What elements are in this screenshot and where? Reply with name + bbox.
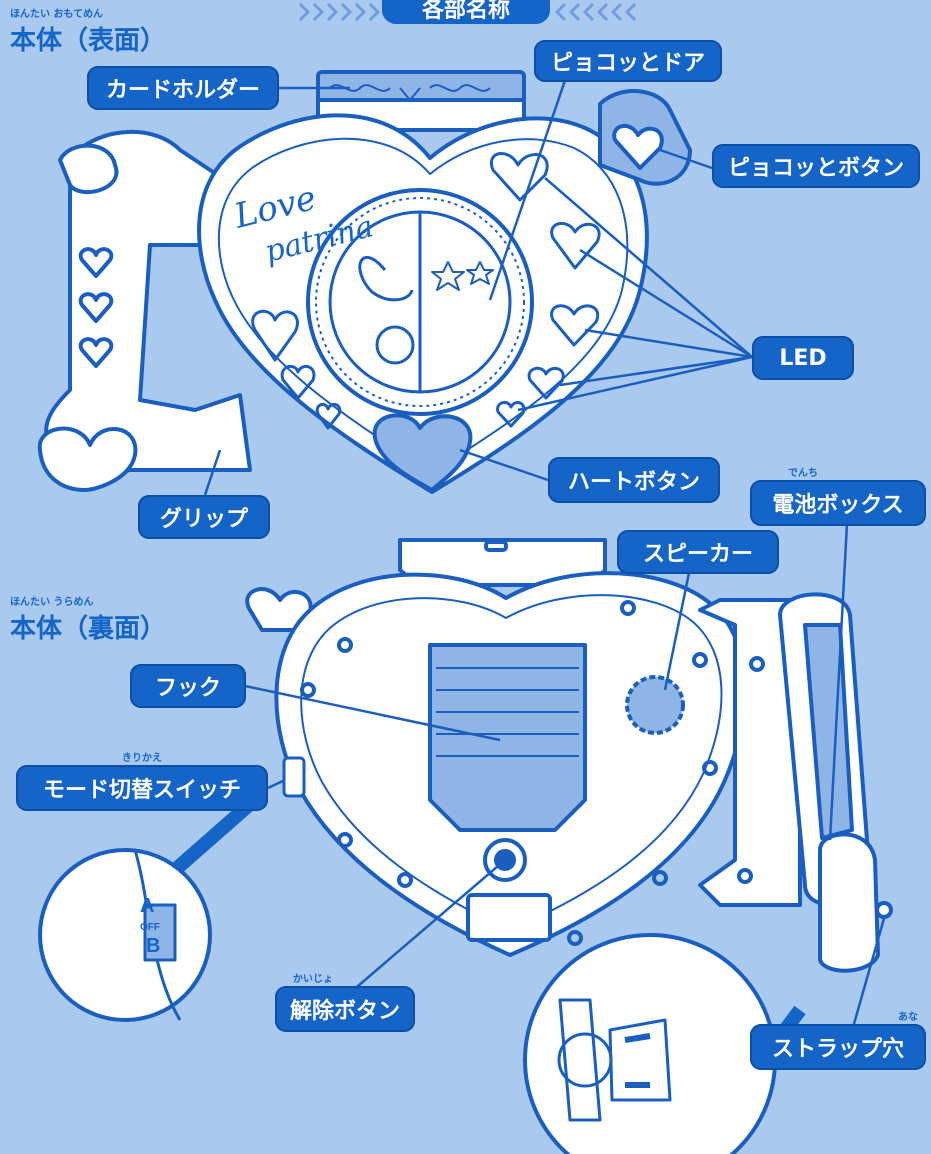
label-strap-hole-furigana: あな xyxy=(898,1012,918,1023)
header-chevrons xyxy=(298,2,637,22)
switch-b-text: B xyxy=(146,935,160,957)
hook xyxy=(428,643,587,832)
section-back-title: ほんたい うらめん 本体（裏面） xyxy=(10,598,166,645)
speaker xyxy=(625,675,685,735)
label-strap-hole: あな ストラップ穴 xyxy=(750,1012,926,1070)
label-piyokotto-button-text: ピョコッとボタン xyxy=(727,156,904,181)
switch-a-text: A xyxy=(140,895,154,917)
label-heart-button-text: ハートボタン xyxy=(567,470,700,495)
label-led: LED xyxy=(752,336,854,380)
label-mode-switch: きりかえ モード切替スイッチ xyxy=(16,753,268,811)
label-speaker: スピーカー xyxy=(617,530,779,574)
mode-switch xyxy=(282,756,306,798)
label-release-button-furigana: かいじょ xyxy=(293,974,333,985)
label-hook: フック xyxy=(130,664,246,708)
label-strap-hole-text: ストラップ穴 xyxy=(771,1037,904,1062)
label-grip: グリップ xyxy=(138,495,270,539)
section-front-title: ほんたい おもてめん 本体（表面） xyxy=(10,10,166,57)
label-piyokotto-button: ピョコッとボタン xyxy=(712,144,920,188)
label-card-holder-text: カードホルダー xyxy=(105,78,260,103)
label-hook-text: フック xyxy=(154,676,221,701)
label-card-holder: カードホルダー xyxy=(87,66,279,110)
label-heart-button: ハートボタン xyxy=(548,457,720,503)
label-mode-switch-text: モード切替スイッチ xyxy=(42,778,241,803)
label-release-button-text: 解除ボタン xyxy=(289,999,400,1024)
label-battery-box-furigana: でんち xyxy=(788,468,818,479)
label-mode-switch-furigana: きりかえ xyxy=(122,753,162,764)
section-front-text: 本体（表面） xyxy=(10,26,167,56)
heart-button xyxy=(372,413,473,492)
section-back-furigana: ほんたい うらめん xyxy=(10,597,94,608)
label-grip-text: グリップ xyxy=(159,507,248,532)
switch-off-text: OFF xyxy=(140,922,160,933)
section-front-furigana: ほんたい おもてめん xyxy=(10,9,104,20)
zoom-mode-switch xyxy=(38,848,212,1022)
page-title: 各部名称 xyxy=(421,0,510,23)
label-led-text: LED xyxy=(779,345,827,371)
header-plate xyxy=(382,0,550,24)
label-speaker-text: スピーカー xyxy=(642,542,753,567)
label-piyokotto-door: ピョコッとドア xyxy=(534,40,722,82)
section-back-text: 本体（裏面） xyxy=(10,614,167,644)
label-battery-box: でんち 電池ボックス xyxy=(750,468,926,526)
label-release-button: かいじょ 解除ボタン xyxy=(275,974,415,1032)
label-piyokotto-door-text: ピョコッとドア xyxy=(550,51,705,76)
label-battery-box-text: 電池ボックス xyxy=(772,493,904,518)
